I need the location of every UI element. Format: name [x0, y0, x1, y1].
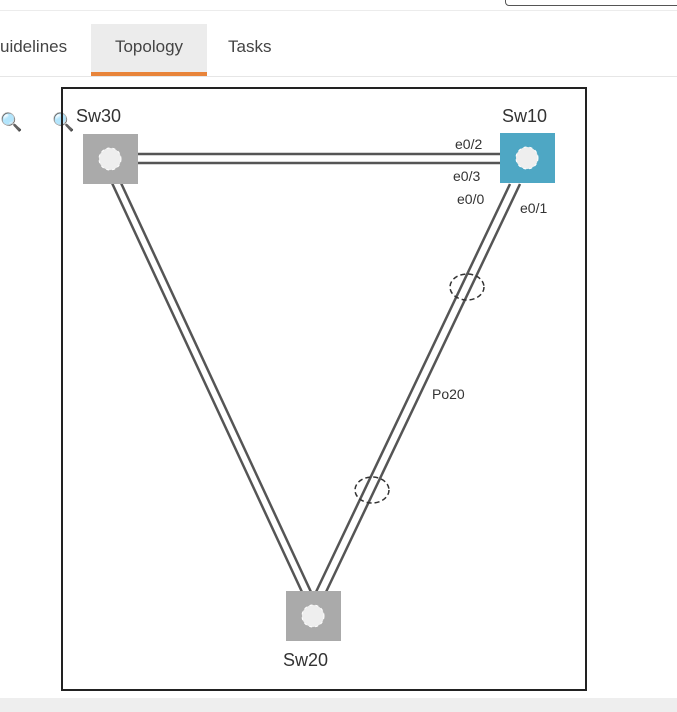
link-sw30-sw20-b: [119, 182, 313, 593]
zoom-out-icon[interactable]: 🔍: [52, 112, 75, 132]
top-bar: [0, 0, 677, 11]
switch-sw10-icon: [500, 133, 555, 183]
port-label: e0/3: [453, 168, 481, 184]
tab-topology[interactable]: Topology: [91, 24, 207, 76]
switch-sw20-icon: [286, 591, 341, 641]
link-sw30-sw20-a: [110, 182, 304, 593]
topology-diagram: [61, 87, 587, 691]
link-sw10-sw20-b: [324, 183, 522, 593]
window-edge: [505, 0, 677, 6]
portchannel-marker: [449, 273, 485, 301]
tab-guidelines[interactable]: uidelines: [0, 37, 68, 56]
switch-label-sw30: Sw30: [76, 106, 122, 126]
tab-tasks[interactable]: Tasks: [228, 37, 272, 56]
portchannel-label: Po20: [432, 386, 465, 402]
link-sw10-sw20-a: [314, 183, 512, 593]
port-label: e0/0: [457, 191, 485, 207]
tab-bar: uidelines Topology Tasks: [0, 24, 677, 77]
zoom-in-icon[interactable]: 🔍: [0, 112, 23, 132]
port-label: e0/2: [455, 136, 483, 152]
portchannel-marker: [354, 476, 390, 504]
switch-label-sw10: Sw10: [502, 106, 548, 126]
switch-label-sw20: Sw20: [283, 650, 329, 670]
port-label: e0/1: [520, 200, 548, 216]
bottom-bar: [0, 698, 677, 712]
switch-sw30-icon: [83, 134, 138, 184]
